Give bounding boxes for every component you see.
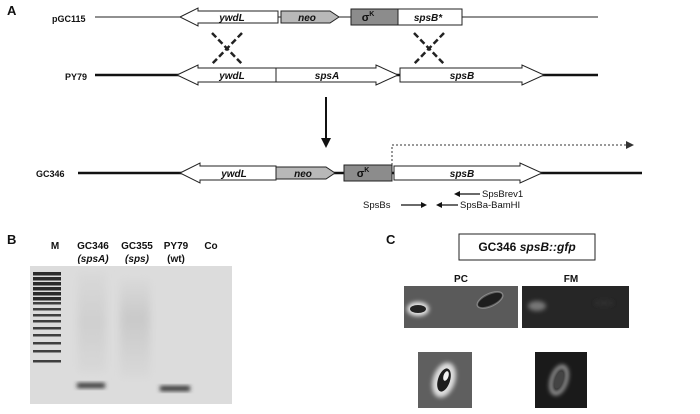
lane-label-gc346: GC346 — [77, 241, 109, 252]
construct-label: GC346 — [36, 169, 65, 179]
gc346-pcr-band — [77, 383, 105, 388]
ladder-band — [33, 342, 61, 345]
gene-label-spsb-star: spsB* — [414, 13, 443, 24]
panel-c-label: C — [386, 232, 396, 247]
sigma-label: σK — [357, 167, 370, 180]
ladder-band — [33, 297, 61, 301]
gene-spsb-arrow — [399, 64, 546, 86]
lane-sublabel-gc355: (sps) — [125, 254, 150, 265]
ladder-band — [33, 308, 61, 311]
gel-lane-labels: M GC346 (spsA) GC355 (sps) PY79 (wt) Co — [51, 241, 218, 265]
primer-spsba-label: SpsBa-BamHI — [460, 200, 520, 211]
construct-label: pGC115 — [52, 14, 86, 24]
phase-contrast-image-zoom — [418, 352, 472, 408]
gene-neo-arrow — [275, 166, 336, 180]
ladder-band — [33, 287, 61, 291]
gene-spsa-arrow — [275, 64, 400, 86]
ladder-band — [33, 327, 61, 330]
gene-label-neo: neo — [298, 13, 316, 24]
lane-sublabel-gc346: (spsA) — [77, 254, 109, 265]
panel-a-label: A — [7, 3, 17, 18]
ladder-band — [33, 350, 61, 353]
primer-spsbs-label: SpsBs — [363, 200, 391, 211]
construct-label: PY79 — [65, 72, 87, 82]
primer-spsbrev1-label: SpsBrev1 — [482, 189, 523, 200]
ladder-band — [33, 272, 61, 276]
microscopy-title-box: GC346 spsB::gfp — [458, 233, 596, 261]
gene-neo-arrow — [280, 10, 340, 24]
gene-label-ywdl: ywdL — [218, 71, 245, 82]
gene-label-spsb: spsB — [450, 169, 474, 180]
gene-label-ywdl: ywdL — [218, 13, 245, 24]
sigma-promoter-box — [350, 8, 399, 26]
crossover-left — [211, 32, 243, 65]
pc-label: PC — [454, 274, 468, 285]
gene-label-spsb: spsB — [450, 71, 474, 82]
ladder-band — [33, 334, 61, 337]
microscopy-title: GC346 spsB::gfp — [478, 240, 575, 254]
transformation-arrow — [321, 97, 331, 148]
ladder-band — [33, 277, 61, 281]
ladder-band — [33, 360, 61, 363]
primer-spsbrev1-arrowhead — [454, 191, 460, 197]
transcript-dotted-arrow — [391, 144, 628, 165]
py79-pcr-band — [160, 386, 190, 391]
lane-label-co: Co — [204, 241, 217, 252]
ladder-band — [33, 282, 61, 286]
fluorescence-image-zoom — [535, 352, 587, 408]
gene-label-spsa: spsA — [315, 71, 339, 82]
agarose-gel-image — [30, 266, 232, 404]
sigma-promoter-box — [343, 164, 393, 182]
ladder-band — [33, 314, 61, 317]
construct-gc346: GC346 ywdL neo σK spsB SpsBrev1 SpsBs Sp… — [36, 141, 642, 211]
primer-spsbs-arrowhead — [421, 202, 427, 208]
gene-spsb-arrow — [393, 162, 544, 184]
fm-label: FM — [564, 274, 578, 285]
lane-label-py79: PY79 — [164, 241, 189, 252]
fluorescence-image-wide — [522, 286, 629, 328]
gc346-smear — [78, 272, 106, 372]
gene-label-ywdl: ywdL — [220, 169, 247, 180]
crossover-right — [413, 32, 445, 65]
lane-label-m: M — [51, 241, 59, 252]
panel-b-label: B — [7, 232, 16, 247]
ladder-band — [33, 302, 61, 305]
ladder-band — [33, 292, 61, 296]
gc355-smear — [120, 278, 150, 378]
dna-ladder — [33, 272, 61, 363]
lane-label-gc355: GC355 — [121, 241, 153, 252]
lane-sublabel-py79: (wt) — [167, 254, 185, 265]
gene-spsb-star-box — [397, 8, 463, 26]
primer-spsba-arrowhead — [436, 202, 442, 208]
construct-pgc115: pGC115 ywdL neo σK spsB* — [52, 7, 598, 27]
construct-py79: PY79 ywdL spsA spsB — [65, 64, 598, 86]
gene-label-neo: neo — [294, 169, 312, 180]
ladder-band — [33, 320, 61, 323]
sigma-label: σK — [362, 11, 375, 24]
phase-contrast-image-wide — [404, 286, 518, 328]
transcript-arrowhead — [626, 141, 634, 149]
gene-ywdl-arrow — [178, 7, 279, 27]
